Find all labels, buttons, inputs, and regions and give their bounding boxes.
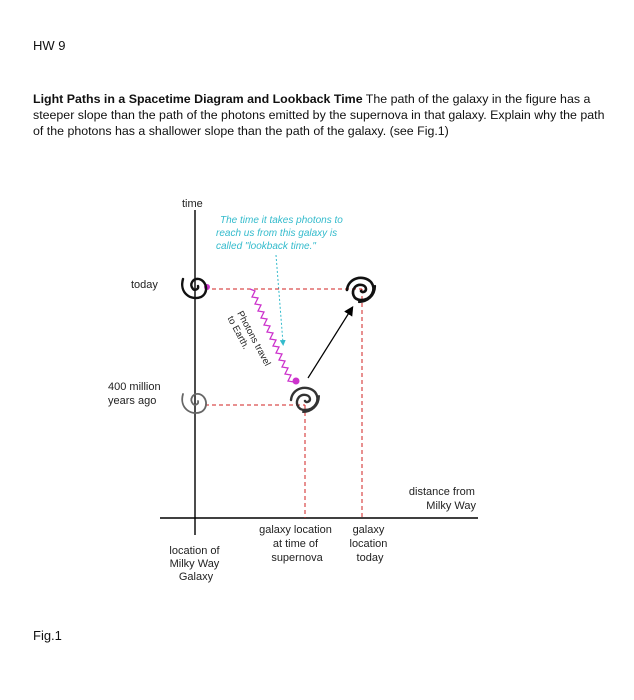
problem-text: Light Paths in a Spacetime Diagram and L… [33, 91, 608, 139]
past-label-line: 400 million [108, 381, 161, 393]
galaxy-then-line: at time of [273, 538, 319, 550]
galaxy-past-icon [289, 386, 320, 413]
galaxy-then-line: supernova [271, 552, 323, 564]
milky-way-location-label: location of Milky Way Galaxy [169, 545, 222, 583]
galaxy-then-line: galaxy location [259, 524, 332, 536]
time-axis-label: time [182, 198, 203, 210]
annotation-line: reach us from this galaxy is [216, 228, 337, 239]
mw-location-line: Galaxy [179, 571, 214, 583]
galaxy-then-label: galaxy location at time of supernova [259, 524, 335, 564]
lookback-arrow [275, 254, 286, 346]
annotation-line: The time it takes photons to [220, 215, 343, 226]
lookback-annotation: The time it takes photons to reach us fr… [216, 215, 346, 252]
galaxy-now-line: today [357, 552, 384, 564]
mw-location-line: location of [169, 545, 220, 557]
milky-way-past-icon [181, 393, 207, 414]
supernova-marker [292, 377, 300, 385]
today-label: today [131, 279, 158, 291]
galaxy-path-arrow [307, 305, 354, 379]
distance-axis-label: distance from Milky Way [409, 486, 478, 512]
photon-path [249, 288, 295, 383]
homework-label: HW 9 [33, 38, 66, 53]
galaxy-now-line: galaxy [353, 524, 385, 536]
figure-caption: Fig.1 [33, 628, 62, 643]
past-label: 400 million years ago [108, 381, 164, 407]
distance-axis-label-line: Milky Way [426, 500, 476, 512]
distance-axis-label-line: distance from [409, 486, 475, 498]
galaxy-now-line: location [350, 538, 388, 550]
mw-location-line: Milky Way [170, 558, 220, 570]
problem-body: The path of the galaxy in the figure has… [33, 92, 605, 138]
galaxy-now-label: galaxy location today [350, 524, 391, 564]
problem-title: Light Paths in a Spacetime Diagram and L… [33, 92, 363, 106]
annotation-line: called "lookback time." [216, 241, 316, 252]
milky-way-today-icon [181, 277, 208, 300]
galaxy-today-icon [345, 276, 377, 304]
past-label-line: years ago [108, 395, 156, 407]
